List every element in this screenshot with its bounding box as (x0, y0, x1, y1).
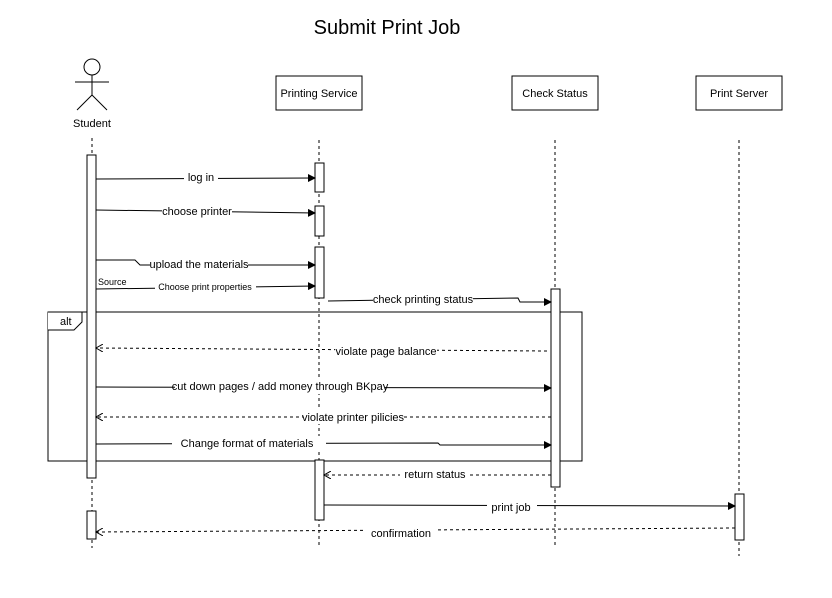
participant-printing-service-label: Printing Service (280, 88, 357, 100)
msg-violate-policies-label: violate printer pilicies (302, 412, 405, 424)
msg-print-job-label: print job (491, 502, 530, 514)
msg-check-status-label: check printing status (373, 294, 474, 306)
diagram-title: Submit Print Job (314, 17, 461, 39)
msg-cut-pages-label: cut down pages / add money through BKpay (172, 381, 389, 393)
msg-confirmation-label: confirmation (371, 528, 431, 540)
student-actor (75, 58, 109, 111)
msg-change-format-label: Change format of materials (181, 438, 314, 450)
msg-violate-balance-arrow (96, 348, 548, 351)
alt-fragment-tab (48, 311, 83, 331)
msg-violate-balance-label: violate page balance (336, 346, 437, 358)
printing-service-activation (314, 162, 325, 193)
print-server-activation (734, 493, 745, 541)
printing-service-activation (314, 246, 325, 299)
msg-print-properties-label: Choose print properties (158, 282, 252, 292)
student-activation (86, 154, 97, 479)
msg-upload-materials-label: upload the materials (149, 259, 249, 271)
printing-service-activation (314, 459, 325, 521)
check-status-activation (550, 288, 561, 488)
participant-print-server-label: Print Server (710, 88, 768, 100)
participant-printing-service (275, 75, 363, 111)
printing-service-activation (314, 205, 325, 237)
msg-log-in-label: log in (188, 172, 214, 184)
participant-print-server (695, 75, 783, 111)
student-activation (86, 510, 97, 540)
source-label: Source (98, 277, 127, 287)
participant-check-status-label: Check Status (522, 88, 588, 100)
alt-fragment-label: alt (60, 316, 72, 328)
msg-choose-printer-label: choose printer (162, 206, 232, 218)
message-labels: log in choose printer upload the materia… (98, 170, 537, 540)
msg-return-status-label: return status (404, 469, 466, 481)
student-actor-label: Student (73, 118, 111, 130)
participant-check-status (511, 75, 599, 111)
